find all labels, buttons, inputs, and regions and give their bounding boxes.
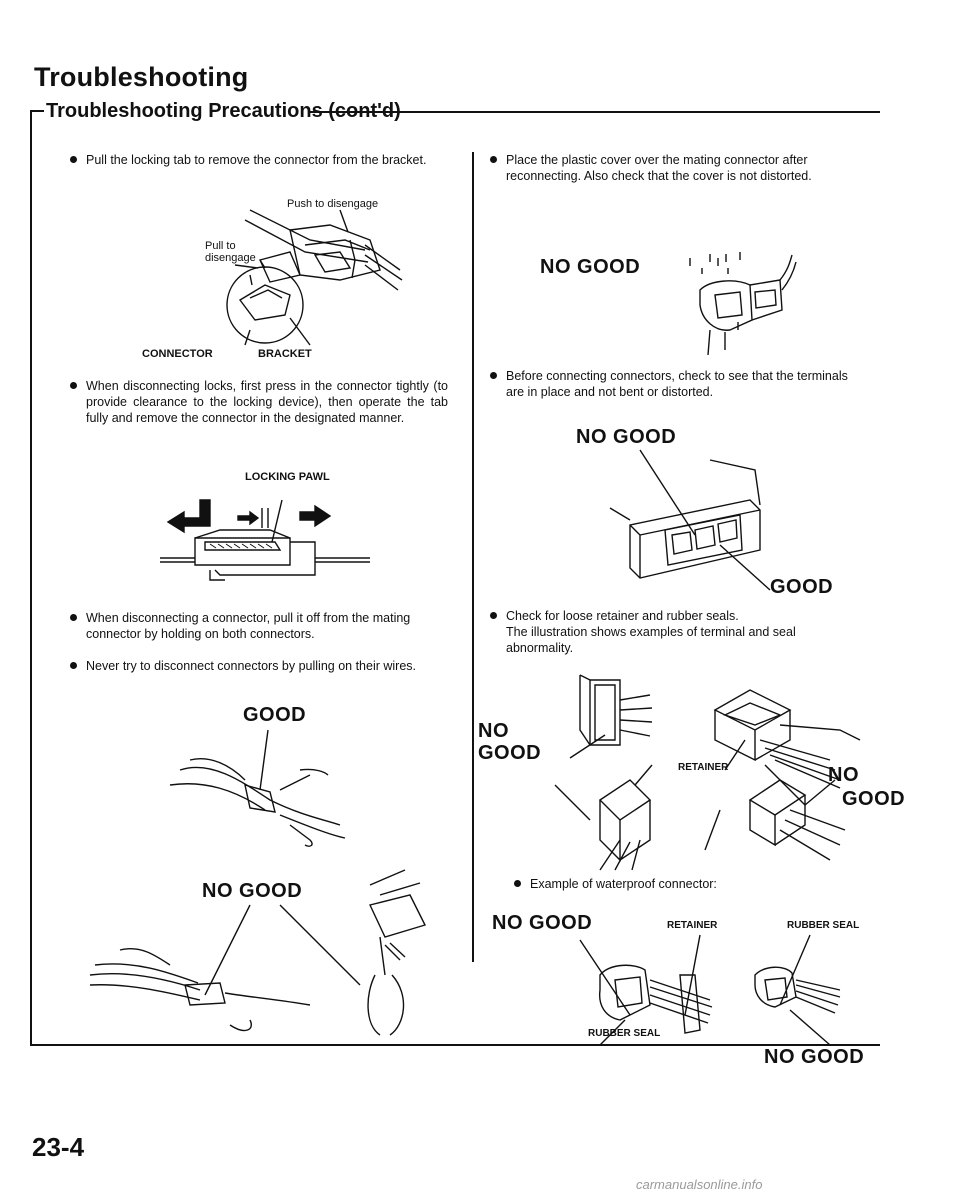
bullet-dot bbox=[70, 156, 77, 163]
right-bullet-4-text: Example of waterproof connector: bbox=[530, 877, 717, 891]
frame-rule-left bbox=[30, 111, 32, 1046]
bullet-dot bbox=[490, 612, 497, 619]
label-good-terminals: GOOD bbox=[770, 576, 834, 598]
frame-rule-bottom bbox=[30, 1044, 880, 1046]
label-locking-pawl: LOCKING PAWL bbox=[245, 471, 330, 483]
right-bullet-3-text-b: The illustration shows examples of termi… bbox=[506, 625, 796, 655]
bullet-dot bbox=[490, 156, 497, 163]
terminals-illustration bbox=[610, 450, 790, 590]
left-bullet-1-text: Pull the locking tab to remove the conne… bbox=[86, 153, 427, 167]
label-nogood-cover: NO GOOD bbox=[540, 256, 641, 278]
watermark: carmanualsonline.info bbox=[636, 1177, 763, 1192]
bullet-dot bbox=[514, 880, 521, 887]
label-nogood-pull: NO GOOD bbox=[202, 880, 303, 902]
label-pull-to-disengage: Pull to disengage bbox=[205, 240, 256, 264]
label-nogood-1-line-1: NO bbox=[478, 720, 509, 742]
bullet-dot bbox=[70, 662, 77, 669]
waterproof-connector-illustration bbox=[540, 935, 870, 1045]
right-bullet-1: Place the plastic cover over the mating … bbox=[490, 152, 866, 184]
label-connector: CONNECTOR bbox=[142, 348, 213, 360]
label-nogood-1-line-2: GOOD bbox=[478, 742, 542, 764]
connector-bracket-illustration bbox=[140, 190, 430, 350]
bullet-dot bbox=[70, 382, 77, 389]
right-bullet-3: Check for loose retainer and rubber seal… bbox=[490, 608, 866, 656]
label-nogood-waterproof: NO GOOD bbox=[492, 912, 593, 934]
left-bullet-4: Never try to disconnect connectors by pu… bbox=[70, 658, 448, 674]
label-nogood-waterproof-2: NO GOOD bbox=[764, 1046, 865, 1068]
left-bullet-1: Pull the locking tab to remove the conne… bbox=[70, 152, 448, 168]
right-bullet-2-text: Before connecting connectors, check to s… bbox=[506, 369, 848, 399]
header-rule bbox=[310, 111, 880, 113]
right-bullet-2: Before connecting connectors, check to s… bbox=[490, 368, 866, 400]
label-nogood-2-line-2: GOOD bbox=[842, 788, 906, 810]
label-nogood-terminals: NO GOOD bbox=[576, 426, 677, 448]
right-bullet-3-text-a: Check for loose retainer and rubber seal… bbox=[506, 609, 739, 623]
good-pull-illustration bbox=[150, 730, 350, 850]
label-retainer-waterproof: RETAINER bbox=[667, 920, 718, 931]
label-push-to-disengage: Push to disengage bbox=[287, 198, 379, 210]
label-nogood-2-line-1: NO bbox=[828, 764, 859, 786]
label-retainer: RETAINER bbox=[678, 762, 729, 773]
right-bullet-4: Example of waterproof connector: bbox=[514, 876, 870, 892]
column-separator bbox=[472, 152, 474, 962]
label-rubber-seal-right: RUBBER SEAL bbox=[787, 920, 860, 931]
bullet-dot bbox=[490, 372, 497, 379]
retainer-seal-illustration bbox=[540, 670, 880, 870]
left-bullet-2: When disconnecting locks, first press in… bbox=[70, 378, 448, 426]
bullet-dot bbox=[70, 614, 77, 621]
label-bracket: BRACKET bbox=[258, 348, 312, 360]
left-bullet-3-text: When disconnecting a connector, pull it … bbox=[86, 611, 411, 641]
right-bullet-1-text: Place the plastic cover over the mating … bbox=[506, 153, 812, 183]
label-good-hands: GOOD bbox=[243, 704, 307, 726]
frame-rule-left-top bbox=[30, 110, 44, 112]
page-title: Troubleshooting bbox=[34, 62, 249, 92]
page-number: 23-4 bbox=[32, 1132, 85, 1162]
section-subtitle: Troubleshooting Precautions (cont'd) bbox=[46, 100, 401, 122]
left-bullet-2-text: When disconnecting locks, first press in… bbox=[86, 379, 448, 425]
left-bullet-3: When disconnecting a connector, pull it … bbox=[70, 610, 448, 642]
left-bullet-4-text: Never try to disconnect connectors by pu… bbox=[86, 659, 417, 673]
locking-pawl-illustration bbox=[150, 480, 380, 585]
nogood-pull-illustration bbox=[80, 865, 465, 1040]
cover-nogood-illustration bbox=[680, 250, 800, 360]
label-rubber-seal-left: RUBBER SEAL bbox=[588, 1028, 661, 1039]
